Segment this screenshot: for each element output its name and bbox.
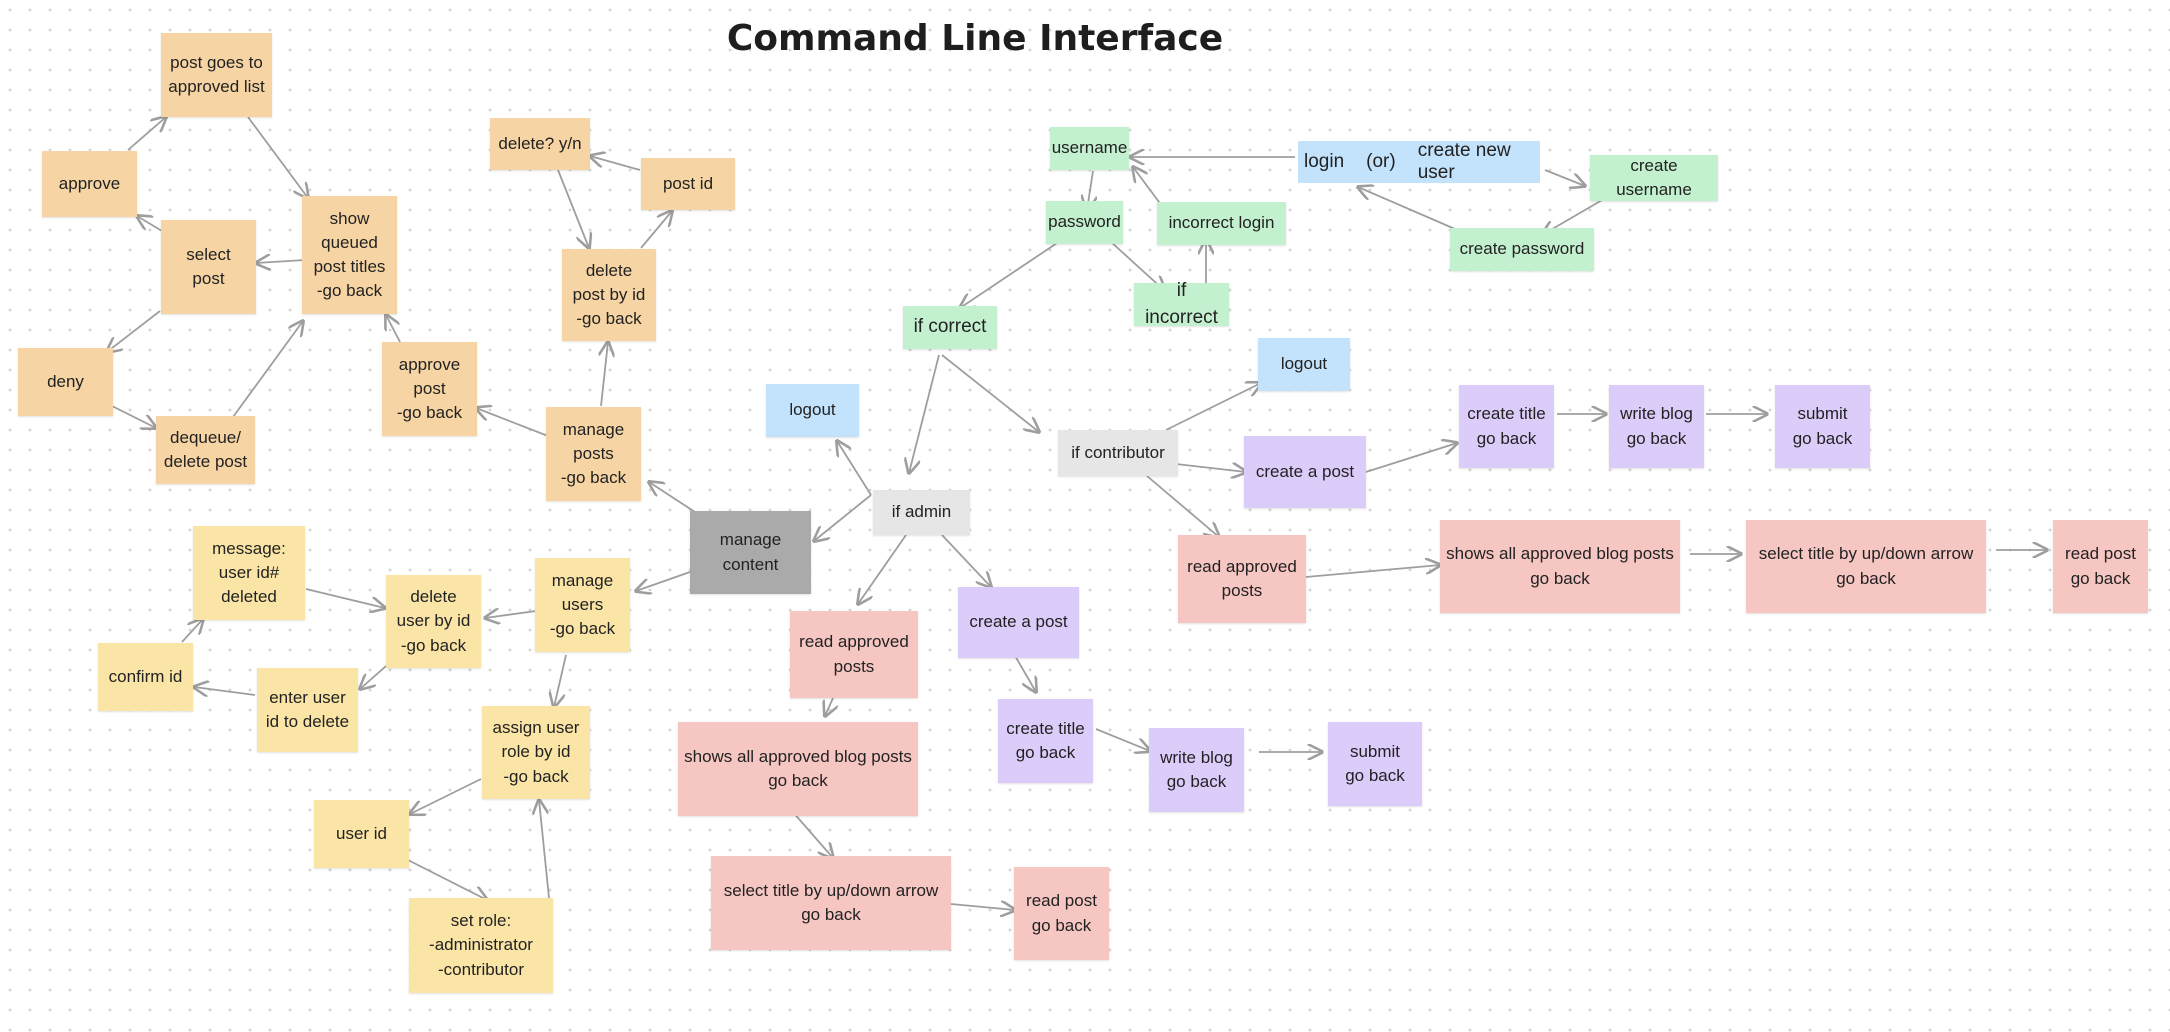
arrow	[601, 342, 608, 407]
note-delete-yn: delete? y/n	[490, 118, 590, 170]
arrow	[247, 116, 308, 198]
arrow	[410, 778, 482, 814]
arrow	[111, 405, 156, 428]
note-create-a-post-admin: create a post	[958, 587, 1079, 658]
arrow	[305, 588, 385, 608]
arrow	[1133, 167, 1163, 207]
note-if-admin: if admin	[873, 490, 970, 535]
note-shows-all-approved-contributor: shows all approved blog posts go back	[1440, 520, 1680, 613]
arrow	[858, 534, 907, 604]
note-read-approved-posts-contributor: read approved posts	[1178, 535, 1306, 623]
note-assign-user-role: assign user role by id -go back	[482, 706, 590, 799]
note-logout-contributor: logout	[1258, 338, 1350, 391]
note-delete-post-by-id: delete post by id -go back	[562, 249, 656, 341]
arrow	[909, 354, 940, 473]
arrow	[360, 665, 387, 689]
arrow	[960, 234, 1070, 308]
note-read-approved-posts-admin: read approved posts	[790, 611, 918, 698]
arrow	[232, 321, 303, 418]
arrow	[407, 859, 487, 900]
arrow	[941, 534, 991, 587]
arrow	[1365, 443, 1457, 473]
note-shows-all-approved-admin: shows all approved blog posts go back	[678, 722, 918, 816]
note-delete-user-by-id: delete user by id -go back	[386, 575, 481, 668]
arrow	[640, 211, 672, 249]
login-label: login	[1304, 151, 1345, 172]
arrow	[107, 310, 161, 352]
arrow	[1013, 653, 1036, 692]
note-message-user-deleted: message: user id# deleted	[193, 526, 305, 620]
arrow	[485, 611, 537, 618]
arrow	[1544, 169, 1585, 186]
note-username: username	[1050, 127, 1129, 170]
note-select-post: select post	[161, 220, 256, 314]
arrow	[476, 408, 549, 437]
note-manage-posts: manage posts -go back	[546, 407, 641, 501]
arrow	[590, 156, 641, 171]
note-submit-contributor: submit go back	[1775, 385, 1870, 468]
note-create-title-contributor: create title go back	[1459, 385, 1554, 468]
note-dequeue-delete-post: dequeue/ delete post	[156, 416, 255, 484]
note-show-queued-post-titles: show queued post titles -go back	[302, 196, 397, 314]
note-write-blog-contributor: write blog go back	[1609, 385, 1704, 468]
create-new-user-label: create new user	[1417, 140, 1511, 183]
note-deny: deny	[18, 348, 113, 416]
note-user-id: user id	[314, 800, 409, 868]
arrow	[837, 441, 872, 496]
arrow	[1146, 475, 1219, 537]
note-manage-content: manage content	[690, 511, 811, 594]
arrow	[194, 687, 256, 695]
note-select-title-admin: select title by up/down arrow go back	[711, 856, 951, 950]
arrow	[557, 169, 589, 248]
note-if-contributor: if contributor	[1058, 430, 1178, 476]
note-manage-users: manage users -go back	[535, 558, 630, 652]
arrow	[127, 117, 166, 151]
note-read-post-contributor: read post go back	[2053, 520, 2148, 613]
note-approve: approve	[42, 151, 137, 217]
note-logout-admin: logout	[766, 384, 859, 437]
note-create-username: create username	[1590, 155, 1718, 201]
note-create-title-admin: create title go back	[998, 699, 1093, 783]
arrow	[137, 216, 163, 232]
arrow	[649, 482, 696, 513]
arrow	[1305, 565, 1440, 578]
arrow	[256, 260, 306, 263]
note-write-blog-admin: write blog go back	[1149, 728, 1244, 812]
arrow	[1358, 187, 1456, 230]
arrow	[1165, 383, 1261, 431]
arrow	[386, 315, 401, 343]
note-confirm-id: confirm id	[98, 643, 193, 711]
diagram-title: Command Line Interface	[726, 18, 1224, 59]
note-read-post-admin: read post go back	[1014, 867, 1109, 960]
arrow	[814, 494, 872, 541]
arrow	[950, 904, 1015, 910]
arrow	[791, 810, 833, 858]
arrow	[825, 697, 833, 716]
note-if-correct: if correct	[903, 306, 997, 349]
note-submit-admin: submit go back	[1328, 722, 1422, 806]
note-password: password	[1046, 201, 1123, 244]
note-select-title-contributor: select title by up/down arrow go back	[1746, 520, 1986, 613]
note-set-role: set role: -administrator -contributor	[409, 898, 553, 993]
arrow	[181, 619, 203, 643]
note-approve-post: approve post -go back	[382, 342, 477, 436]
login-or-create-user: login (or) create new user	[1298, 140, 1540, 183]
arrow	[539, 800, 550, 899]
arrow	[1175, 464, 1246, 472]
arrow	[1095, 728, 1150, 751]
note-enter-user-id-to-delete: enter user id to delete	[257, 668, 358, 752]
arrow	[554, 654, 567, 707]
note-if-incorrect: if incorrect	[1134, 280, 1229, 328]
note-post-goes-to-approved-list: post goes to approved list	[161, 33, 272, 117]
arrow	[636, 571, 691, 591]
note-post-id: post id	[641, 158, 735, 210]
note-create-a-post-contributor: create a post	[1244, 436, 1366, 508]
arrow	[941, 354, 1039, 432]
note-incorrect-login: incorrect login	[1157, 202, 1286, 245]
or-label: (or)	[1366, 151, 1396, 172]
note-create-password: create password	[1450, 228, 1594, 271]
